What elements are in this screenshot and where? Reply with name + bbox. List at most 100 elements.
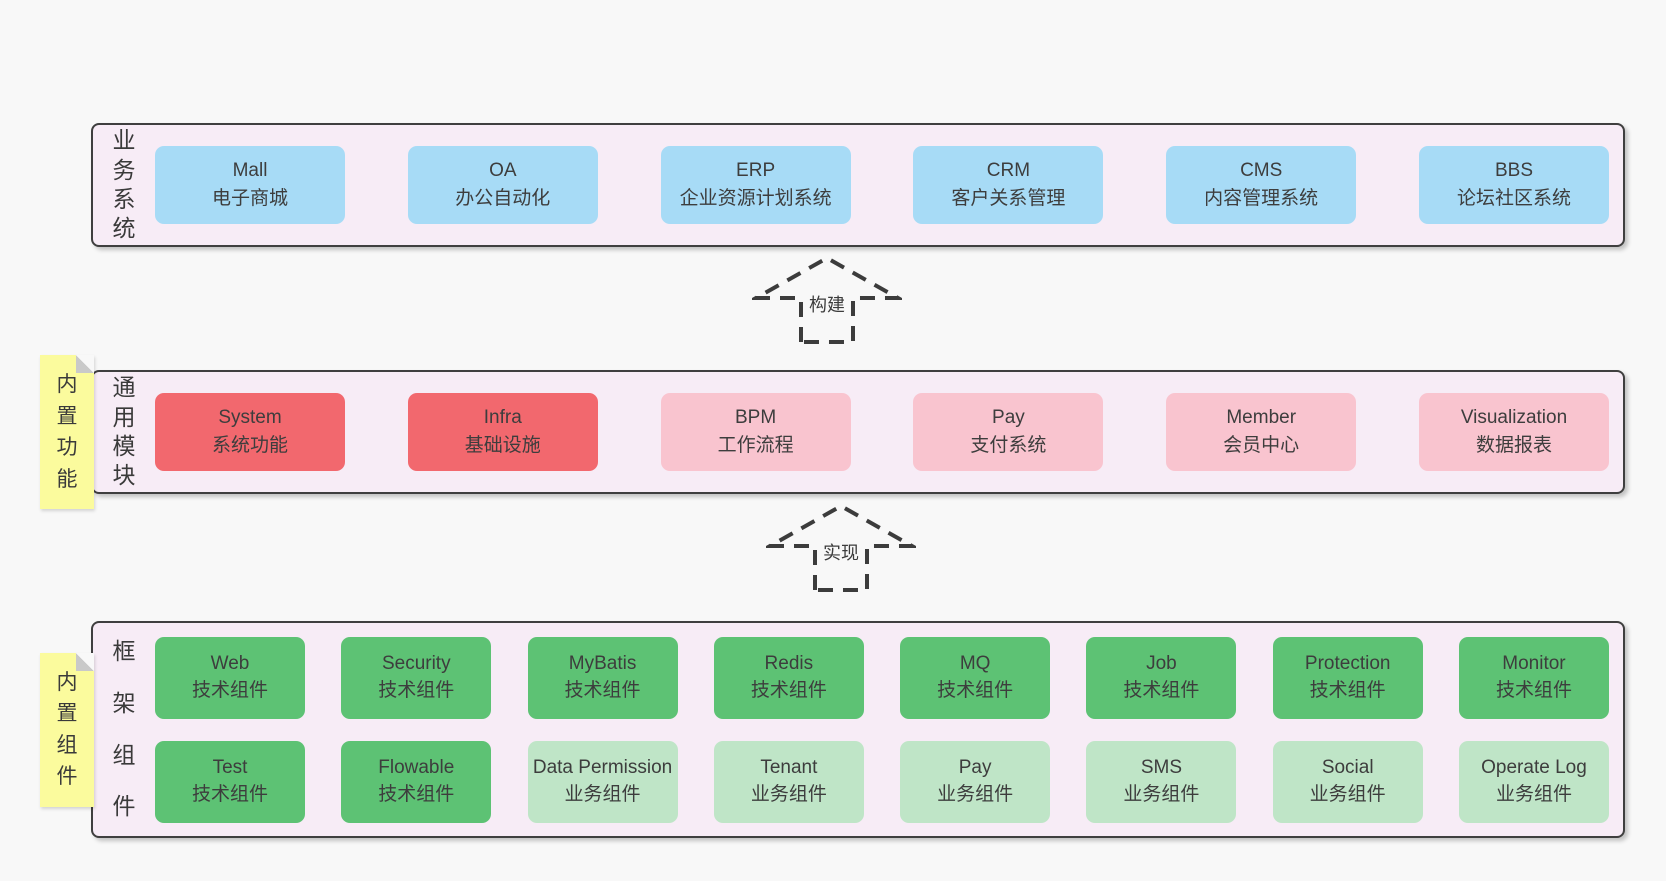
box-security: Security 技术组件 <box>341 636 492 719</box>
box-redis: Redis 技术组件 <box>713 636 864 719</box>
box-title: Member <box>1226 406 1297 428</box>
box-subtitle: 技术组件 <box>1123 679 1200 701</box>
box-data-permission: Data Permission 业务组件 <box>527 740 678 823</box>
box-crm: CRM 客户关系管理 <box>913 146 1104 224</box>
box-subtitle: 技术组件 <box>1309 679 1386 701</box>
box-bbs: BBS 论坛社区系统 <box>1418 146 1609 224</box>
box-title: Flowable <box>378 757 455 779</box>
box-title: MQ <box>959 653 991 675</box>
box-subtitle: 业务组件 <box>1495 783 1572 805</box>
box-title: System <box>218 406 282 428</box>
box-subtitle: 论坛社区系统 <box>1456 188 1571 209</box>
box-subtitle: 会员中心 <box>1223 435 1300 456</box>
box-subtitle: 技术组件 <box>937 679 1014 701</box>
business-boxes: Mall 电子商城 OA 办公自动化 ERP 企业资源计划系统 CRM 客户关系… <box>155 125 1623 245</box>
module-boxes: System 系统功能 Infra 基础设施 BPM 工作流程 Pay 支付系统… <box>155 372 1623 492</box>
box-mall: Mall 电子商城 <box>155 146 345 224</box>
box-title: Pay <box>958 757 992 779</box>
layer-label-business: 业务系统 <box>93 125 155 245</box>
box-subtitle: 业务组件 <box>750 783 827 805</box>
component-row-bottom: Test 技术组件 Flowable 技术组件 Data Permission … <box>155 740 1609 823</box>
box-title: Social <box>1321 757 1374 779</box>
box-oa: OA 办公自动化 <box>407 146 598 224</box>
box-title: Security <box>381 653 451 675</box>
box-title: Monitor <box>1502 653 1566 675</box>
box-tenant: Tenant 业务组件 <box>713 740 864 823</box>
box-subtitle: 电子商城 <box>211 188 288 209</box>
box-web: Web 技术组件 <box>155 636 305 719</box>
box-title: Data Permission <box>532 757 673 779</box>
box-title: ERP <box>736 159 776 181</box>
box-operate-log: Operate Log 业务组件 <box>1458 740 1609 823</box>
box-member: Member 会员中心 <box>1166 393 1357 471</box>
box-subtitle: 技术组件 <box>1495 679 1572 701</box>
sticky-text: 内置组件 <box>56 670 78 789</box>
box-subtitle: 业务组件 <box>1309 783 1386 805</box>
box-title: Job <box>1146 653 1177 675</box>
layer-framework-components: 内置组件 框架组件 Web 技术组件 Security 技术组件 MyBatis… <box>40 621 1625 838</box>
implement-arrow-label: 实现 <box>819 538 863 566</box>
box-title: Web <box>210 653 250 675</box>
box-title: Test <box>212 757 248 779</box>
box-title: CRM <box>986 159 1031 181</box>
box-subtitle: 技术组件 <box>564 679 641 701</box>
box-title: SMS <box>1140 757 1182 779</box>
box-subtitle: 内容管理系统 <box>1204 188 1319 209</box>
box-title: MyBatis <box>568 653 637 675</box>
box-subtitle: 技术组件 <box>378 783 455 805</box>
box-subtitle: 业务组件 <box>564 783 641 805</box>
sticky-note-builtin-features: 内置功能 <box>40 355 94 509</box>
sticky-text: 内置功能 <box>56 373 78 491</box>
box-title: Operate Log <box>1481 757 1587 779</box>
box-title: Protection <box>1304 653 1391 675</box>
box-sms: SMS 业务组件 <box>1086 740 1237 823</box>
box-subtitle: 支付系统 <box>970 435 1047 456</box>
box-system: System 系统功能 <box>155 393 345 471</box>
box-subtitle: 数据报表 <box>1475 435 1552 456</box>
box-infra: Infra 基础设施 <box>407 393 598 471</box>
layer-label-modules: 通用模块 <box>93 372 155 492</box>
up-arrow-icon <box>752 255 902 344</box>
box-title: Visualization <box>1460 406 1568 428</box>
layer-label-text: 通用模块 <box>112 374 136 489</box>
box-monitor: Monitor 技术组件 <box>1458 636 1609 719</box>
box-subtitle: 工作流程 <box>717 435 794 456</box>
box-mybatis: MyBatis 技术组件 <box>527 636 678 719</box>
box-pay-component: Pay 业务组件 <box>900 740 1051 823</box>
box-mq: MQ 技术组件 <box>900 636 1051 719</box>
box-title: BPM <box>735 406 777 428</box>
box-subtitle: 业务组件 <box>937 783 1014 805</box>
box-title: OA <box>489 159 517 181</box>
box-subtitle: 办公自动化 <box>455 188 551 209</box>
box-subtitle: 业务组件 <box>1123 783 1200 805</box>
box-subtitle: 技术组件 <box>378 679 455 701</box>
box-subtitle: 技术组件 <box>750 679 827 701</box>
build-arrow-label: 构建 <box>805 290 849 318</box>
box-title: Redis <box>764 653 814 675</box>
box-cms: CMS 内容管理系统 <box>1166 146 1357 224</box>
box-social: Social 业务组件 <box>1272 740 1423 823</box>
box-subtitle: 基础设施 <box>464 435 541 456</box>
layer-business-systems: 业务系统 Mall 电子商城 OA 办公自动化 ERP 企业资源计划系统 CRM… <box>91 123 1625 247</box>
box-erp: ERP 企业资源计划系统 <box>660 146 851 224</box>
layer-label-text: 业务系统 <box>112 127 136 242</box>
box-pay-system: Pay 支付系统 <box>913 393 1104 471</box>
box-visualization: Visualization 数据报表 <box>1418 393 1609 471</box>
box-test: Test 技术组件 <box>155 740 305 823</box>
sticky-note-builtin-components: 内置组件 <box>40 652 94 807</box>
box-title: Infra <box>483 406 522 428</box>
box-flowable: Flowable 技术组件 <box>341 740 492 823</box>
layer-common-modules: 内置功能 通用模块 System 系统功能 Infra 基础设施 BPM 工作流… <box>40 355 1625 509</box>
box-subtitle: 企业资源计划系统 <box>679 188 832 209</box>
up-arrow-icon <box>766 503 916 592</box>
box-subtitle: 技术组件 <box>191 783 268 805</box>
box-title: Pay <box>992 406 1025 428</box>
box-subtitle: 系统功能 <box>211 435 288 456</box>
component-boxes: Web 技术组件 Security 技术组件 MyBatis 技术组件 Redi… <box>155 623 1623 836</box>
box-protection: Protection 技术组件 <box>1272 636 1423 719</box>
box-title: CMS <box>1240 159 1283 181</box>
box-title: Mall <box>232 159 268 181</box>
build-arrow: 构建 <box>752 252 902 344</box>
box-subtitle: 技术组件 <box>191 679 268 701</box>
